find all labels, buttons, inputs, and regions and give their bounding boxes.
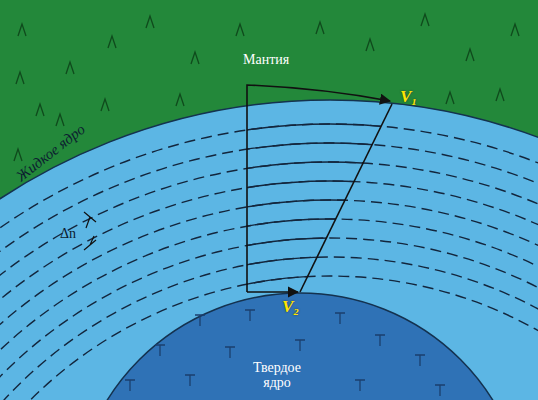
wedge-edge (300, 104, 392, 292)
core-mark (335, 313, 345, 324)
wedge-line (0, 143, 538, 400)
wedge-lines (0, 124, 538, 400)
wedge-line (0, 200, 538, 400)
wedge-line (0, 238, 538, 400)
core-mark (195, 315, 205, 326)
mantle-mark (14, 149, 22, 161)
core-mark (375, 335, 385, 346)
mantle-mark (421, 14, 429, 26)
flow-line (0, 162, 538, 400)
core-mark (355, 380, 365, 391)
mantle-mark (36, 104, 44, 116)
wedge-line (0, 124, 538, 400)
dimension-label: Δn (60, 226, 76, 241)
dn-tick-bottom (84, 236, 96, 250)
flow-line (0, 219, 538, 400)
mantle-mark (316, 22, 324, 34)
flow-line (0, 200, 538, 400)
core-texture (125, 310, 445, 396)
v1-arrow (247, 85, 390, 292)
flow-lines (0, 124, 538, 400)
core-mark (185, 375, 195, 386)
wedge-line (0, 219, 538, 400)
mantle-mark (16, 72, 24, 84)
mantle-mark (466, 49, 474, 61)
wedge-line (0, 181, 538, 400)
region-label: Твердое ядро (242, 360, 312, 391)
region-label: Мантия (243, 52, 289, 67)
wedge-line (0, 257, 538, 400)
mantle-mark (101, 99, 109, 111)
core-mark (415, 355, 425, 366)
flow-line (0, 257, 538, 400)
mantle-mark (176, 94, 184, 106)
dn-tick-top (84, 212, 96, 228)
mantle-mark (511, 24, 519, 36)
dn-bracket (84, 212, 96, 250)
core-mark (155, 345, 165, 356)
core-mark (225, 347, 235, 358)
liquid-core (0, 100, 538, 400)
mantle-mark (191, 52, 199, 64)
mantle-mark (446, 92, 454, 104)
flow-line (0, 181, 538, 400)
mantle-mark (66, 62, 74, 74)
flow-line (0, 124, 538, 400)
mantle-mark (236, 24, 244, 36)
wedge-line (0, 276, 538, 400)
mantle-mark (56, 114, 64, 126)
flow-line (0, 143, 538, 400)
mantle-mark (146, 16, 154, 28)
core-mark (435, 385, 445, 396)
wedge-line (0, 162, 538, 400)
flow-line (0, 276, 538, 400)
velocity-wedge (247, 85, 392, 292)
core-mark (245, 310, 255, 321)
mantle-mark (366, 39, 374, 51)
mantle-mark (108, 36, 116, 48)
solid-core (73, 293, 527, 400)
velocity-label: V₁ (400, 88, 417, 107)
mantle-mark (18, 24, 26, 36)
v2-arrow (247, 291, 298, 293)
core-mark (295, 340, 305, 351)
velocity-label: V₂ (282, 298, 299, 317)
flow-line (0, 238, 538, 400)
mantle-mark (496, 89, 504, 101)
core-mark (125, 380, 135, 391)
